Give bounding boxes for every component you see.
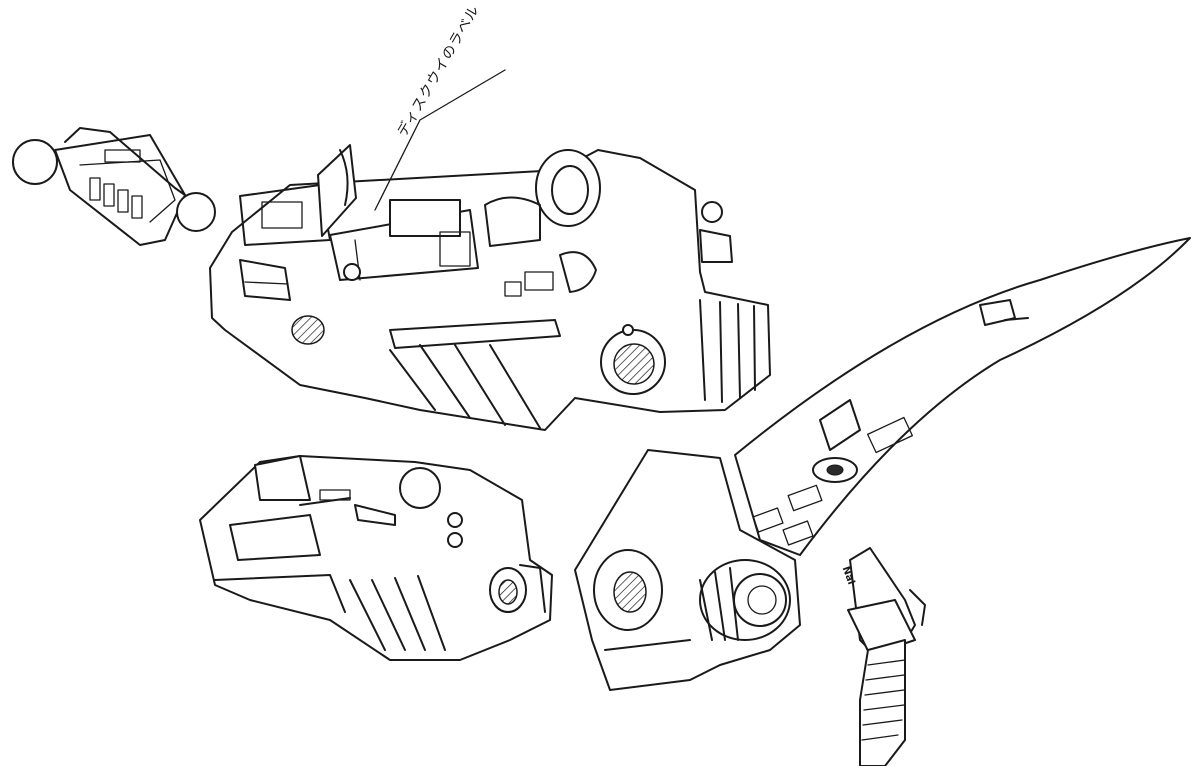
hilt-lower-view [199,455,553,661]
hilt-side-view [209,69,771,431]
handle-part [12,127,216,246]
blade-assembly [574,237,1191,691]
hand-grip [847,547,926,766]
